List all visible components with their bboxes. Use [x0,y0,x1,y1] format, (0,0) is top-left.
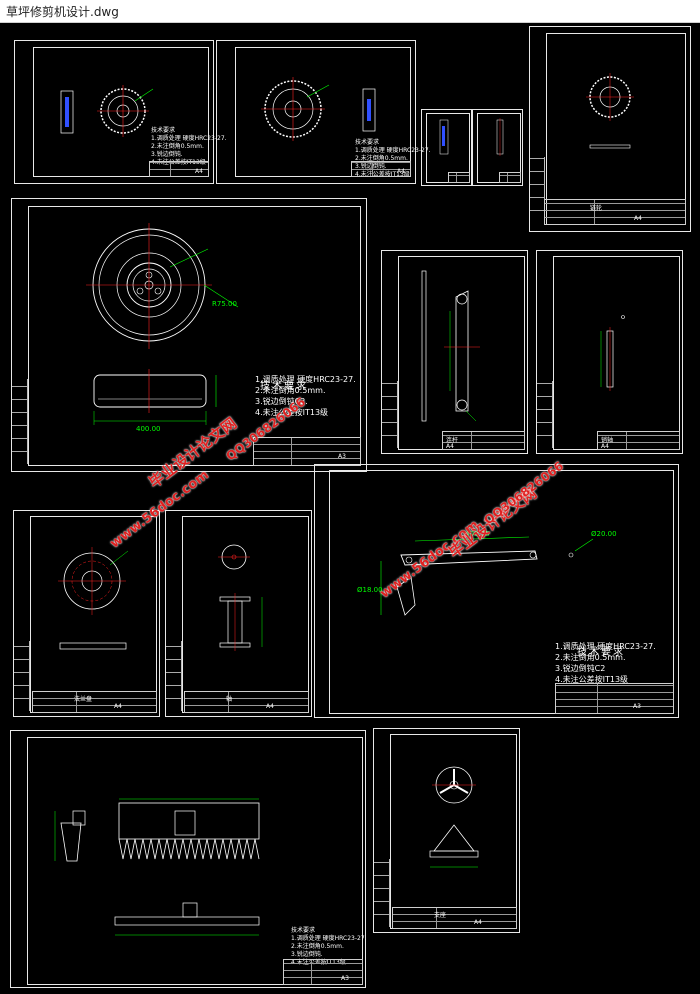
tech-notes-title: 技术要求 [260,359,308,416]
title-block-size: A4 [601,443,609,450]
title-block [392,907,517,929]
drawing-sheet-7[interactable]: 连杆 A4 [381,250,528,454]
sheet-border [28,206,361,466]
tech-notes: 1.调质处理 硬度HRC23-27. 2.未注倒角0.5mm. 3.锐边倒钝C2… [555,642,656,684]
title-block [184,691,309,713]
support-drawing [429,766,479,868]
title-block [442,431,525,450]
title-block-name: 链轮 [590,205,603,212]
flange-drawing [58,547,129,650]
dim-side: Ø18.00 [357,586,383,594]
drawing-sheet-10[interactable]: 轴 A4 [165,510,312,717]
title-block-size: A4 [266,703,274,710]
sheet-border [27,737,363,985]
title-block-size: A4 [195,168,203,175]
tech-notes-heading: 技术要求 [260,381,308,392]
sheet-margin [382,381,398,448]
part-drawing [439,119,449,155]
dim-bottom: 400.00 [136,425,161,433]
sprocket-drawing [586,73,634,149]
drawing-sheet-5[interactable]: 链轮 A4 [529,26,691,232]
title-block-size: A3 [633,703,641,710]
drawing-sheet-13[interactable]: 支座 A4 [373,728,520,933]
tech-notes-title: 技术要求 [577,625,625,682]
title-block [351,161,411,177]
dim-radius: R75.00 [212,300,237,308]
drawing-sheet-2[interactable]: 技术要求 1.调质处理 硬度HRC23-27. 2.未注倒角0.5mm. 3.锐… [216,40,431,184]
tech-notes: 1.调质处理 硬度HRC23-27. 2.未注倒角0.5mm. 3.锐边倒钝C2… [255,375,356,417]
handle-drawing [380,536,594,616]
title-block-size: A4 [634,215,642,222]
title-block-size: A3 [338,453,346,460]
tech-notes-heading: 技术要求 [577,647,625,658]
link-drawing [421,270,480,422]
title-block [499,172,521,183]
dim-radius: Ø20.00 [591,530,617,538]
title-block-size: A3 [341,975,349,982]
title-block-size: A4 [397,168,405,175]
title-block-name: 连杆 [446,437,459,444]
sheet-margin [537,381,553,448]
sheet-margin [166,641,182,711]
drawing-sheet-9[interactable]: 法兰盘 A4 [13,510,160,717]
drawing-sheet-1[interactable]: 技术要求 1.调质处理 硬度HRC23-27. 2.未注倒角0.5mm. 3.锐… [14,40,227,184]
title-block-size: A4 [446,443,454,450]
sheet-margin [530,157,545,223]
pin-drawing [600,315,625,391]
shaft-drawing [218,544,263,651]
wheel-drawing [86,223,239,425]
sheet-margin [14,641,30,711]
drawing-sheet-8[interactable]: 销轴 A4 [536,250,683,454]
title-block-name: 法兰盘 [74,696,93,703]
drawing-sheet-3[interactable] [421,109,472,186]
blade-drawing [54,798,260,936]
drawing-sheet-12[interactable]: 技术要求 1.调质处理 硬度HRC23-27. 2.未注倒角0.5mm. 3.锐… [10,730,367,988]
title-block [32,691,157,713]
title-block-size: A4 [474,919,482,926]
sheet-border [329,470,674,714]
drawing-canvas[interactable]: 技术要求 1.调质处理 硬度HRC23-27. 2.未注倒角0.5mm. 3.锐… [0,22,700,994]
sprocket-drawing [261,77,376,141]
title-block-name: 轴 [226,696,233,703]
drawing-sheet-6[interactable]: 400.00 R75.00 技术要求 1.调质处理 硬度HRC23-27. 2.… [11,198,367,472]
title-block [149,161,209,177]
drawing-sheet-11[interactable]: 400.38 Ø20.00 Ø18.00 技术要求 1.调质处理 硬度HRC23… [314,464,679,718]
title-block [544,199,686,225]
title-block-name: 销轴 [601,437,614,444]
window-title: 草坪修剪机设计.dwg [6,5,119,19]
title-block [253,437,361,466]
sheet-margin [374,859,390,927]
title-block-name: 支座 [434,912,447,919]
title-block [597,431,680,450]
sheet-border [33,47,209,177]
window-titlebar: 草坪修剪机设计.dwg [0,0,700,23]
part-drawing [496,118,504,156]
sheet-border [235,47,411,177]
title-block [448,172,470,183]
title-block [283,959,363,985]
title-block-size: A4 [114,703,122,710]
drawing-sheet-4[interactable] [472,109,523,186]
title-block [555,683,674,714]
dim-length: 400.38 [465,530,490,538]
sheet-margin [12,379,28,464]
gear-drawing [60,85,154,137]
